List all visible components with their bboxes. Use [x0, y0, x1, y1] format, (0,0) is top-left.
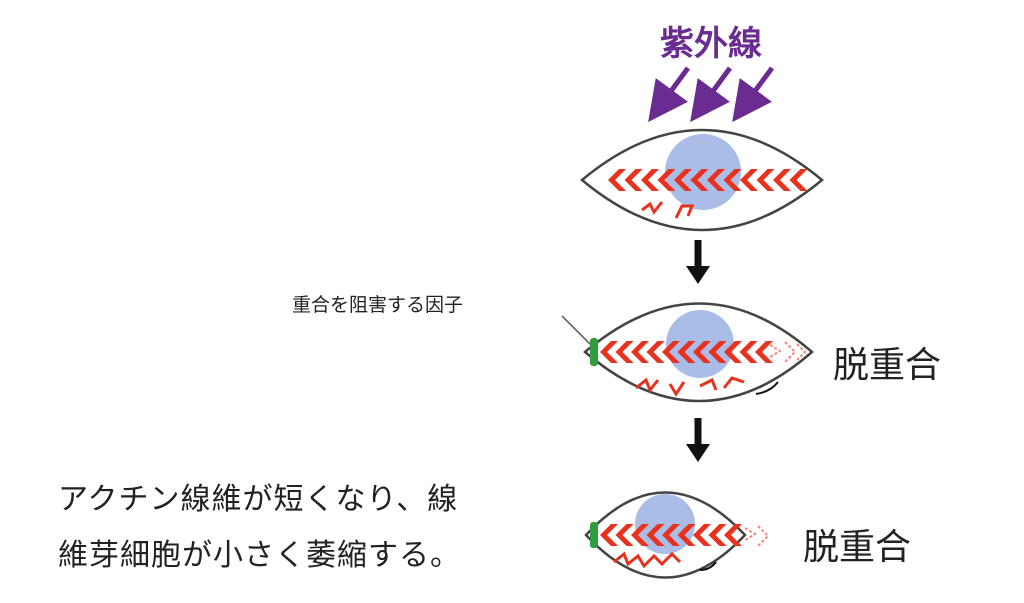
actin-monomer-chevron	[662, 341, 680, 363]
actin-fiber	[608, 169, 808, 191]
actin-monomer-chevron	[693, 341, 711, 363]
actin-monomer-chevron	[789, 169, 808, 191]
actin-monomer-chevron	[708, 524, 727, 546]
nucleus	[635, 494, 695, 554]
actin-monomer-chevron	[662, 524, 680, 546]
actin-monomer-chevron	[624, 169, 643, 191]
depolymerization-label: 脱重合	[833, 345, 942, 386]
cell-shrunken	[584, 491, 770, 579]
down-arrow-icon	[686, 418, 710, 462]
actin-monomer-chevron	[615, 524, 634, 546]
uv-arrow-icon	[690, 66, 733, 123]
actin-fiber	[600, 524, 742, 546]
actin-monomer-chevron	[740, 169, 758, 191]
inhibitor-factor	[590, 338, 598, 366]
actin-monomer-chevron	[773, 169, 791, 191]
actin-monomer-chevron	[608, 169, 626, 191]
actin-monomer-chevron	[724, 524, 742, 546]
actin-monomer-chevron	[677, 524, 696, 546]
result-text-line: アクチン線維が短くなり、線	[58, 482, 459, 517]
depolymerization-label: 脱重合	[803, 527, 912, 568]
uv-label: 紫外線	[660, 24, 762, 64]
nucleus	[666, 310, 734, 378]
actin-monomer-chevron	[657, 169, 676, 191]
result-text-line: 維芽細胞が小さく萎縮する。	[58, 538, 461, 573]
shrink-arrow-icon	[755, 381, 779, 395]
down-arrow-icon	[686, 240, 710, 284]
inhibitor-leader-line	[561, 315, 593, 347]
actin-monomer-chevron	[631, 524, 649, 546]
actin-fragments	[635, 376, 745, 397]
inhibitor-factor	[590, 522, 598, 548]
uv-arrow-icon	[648, 66, 691, 123]
actin-fragments	[641, 201, 695, 219]
actin-monomer-chevron	[693, 524, 711, 546]
depolymerized-monomers	[744, 525, 770, 547]
actin-monomer-chevron	[724, 341, 742, 363]
actin-monomer-chevron	[723, 169, 742, 191]
depolymerized-monomers	[769, 341, 807, 363]
actin-monomer-chevron	[615, 341, 634, 363]
actin-monomer-chevron	[755, 341, 773, 363]
actin-monomer-chevron	[631, 341, 649, 363]
actin-fragments	[613, 551, 682, 569]
actin-monomer-chevron	[646, 341, 665, 363]
actin-fiber	[600, 341, 773, 363]
cell-depolymerizing	[583, 302, 814, 403]
uv-arrows	[648, 66, 775, 123]
actin-monomer-chevron	[674, 169, 692, 191]
actin-monomer-chevron	[739, 341, 758, 363]
actin-monomer-chevron	[707, 169, 725, 191]
uv-arrow-icon	[732, 66, 775, 123]
actin-monomer-chevron	[600, 341, 618, 363]
actin-monomer-chevron	[708, 341, 727, 363]
cell-before	[580, 128, 824, 232]
actin-monomer-chevron	[646, 524, 665, 546]
actin-monomer-chevron	[600, 524, 618, 546]
shrink-arrow-icon	[699, 561, 717, 571]
actin-monomer-chevron	[641, 169, 659, 191]
actin-monomer-chevron	[756, 169, 775, 191]
actin-monomer-chevron	[690, 169, 709, 191]
inhibitor-label: 重合を阻害する因子	[292, 294, 464, 316]
actin-monomer-chevron	[677, 341, 696, 363]
